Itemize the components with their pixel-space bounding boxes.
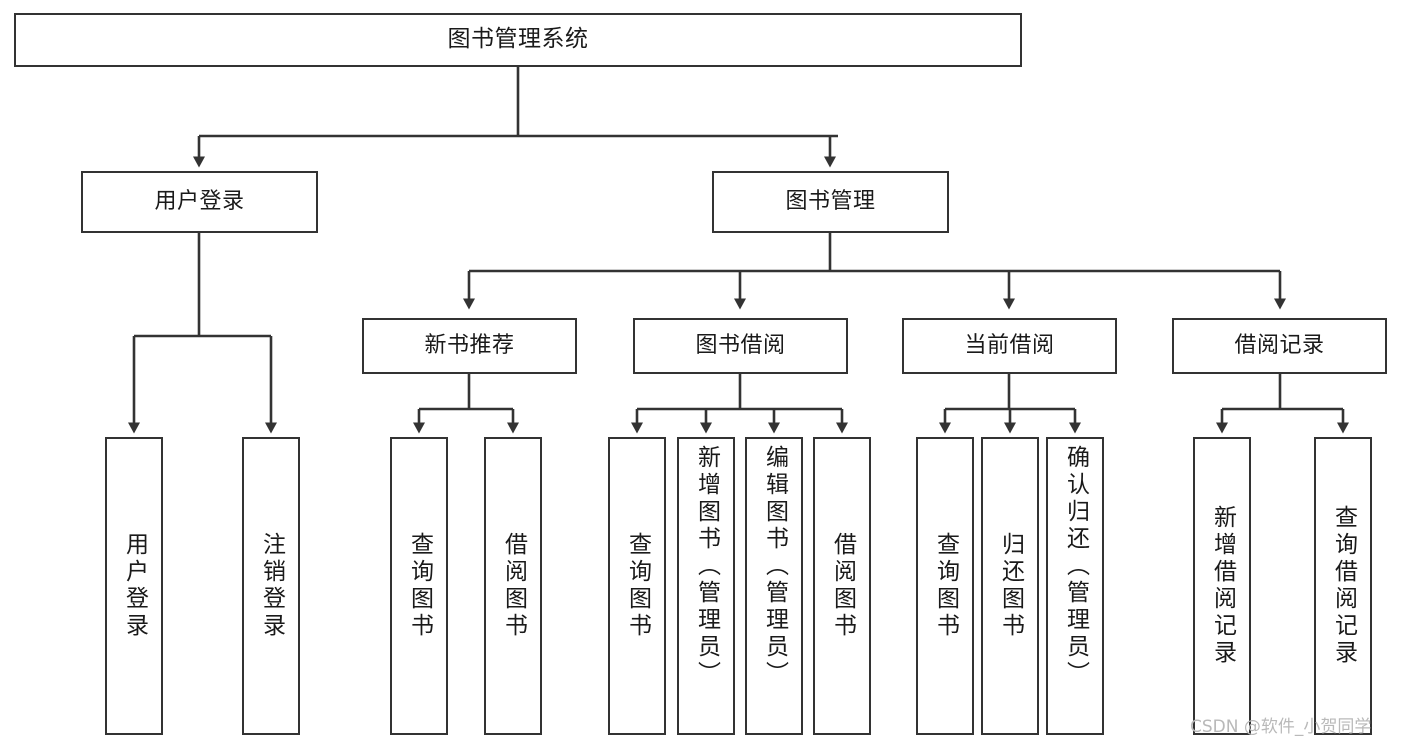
node-current-borrow[interactable]: 当前借阅 — [902, 318, 1117, 374]
node-label: 查询图书 — [932, 532, 959, 640]
node-label: 用户登录 — [154, 188, 245, 214]
node-borrow-record[interactable]: 借阅记录 — [1172, 318, 1387, 374]
leaf-new-book-query-books[interactable]: 查询图书 — [390, 437, 448, 735]
node-label: 当前借阅 — [964, 332, 1055, 358]
node-label: 新书推荐 — [424, 332, 515, 358]
node-book-management[interactable]: 图书管理 — [712, 171, 949, 233]
node-label: 编辑图书（管理员） — [761, 445, 788, 688]
node-label: 借阅图书 — [829, 532, 856, 640]
leaf-book-borrow-query-books[interactable]: 查询图书 — [608, 437, 666, 735]
leaf-current-borrow-query-books[interactable]: 查询图书 — [916, 437, 974, 735]
node-label: 新增借阅记录 — [1209, 505, 1236, 667]
leaf-current-borrow-confirm-return-admin[interactable]: 确认归还（管理员） — [1046, 437, 1104, 735]
leaf-current-borrow-return-books[interactable]: 归还图书 — [981, 437, 1039, 735]
node-label: 用户登录 — [121, 532, 148, 640]
node-new-book-recommend[interactable]: 新书推荐 — [362, 318, 577, 374]
node-label: 归还图书 — [997, 532, 1024, 640]
node-label: 图书借阅 — [695, 332, 786, 358]
leaf-borrow-record-add-record[interactable]: 新增借阅记录 — [1193, 437, 1251, 735]
node-label: 图书管理系统 — [447, 26, 589, 53]
leaf-book-borrow-add-book-admin[interactable]: 新增图书（管理员） — [677, 437, 735, 735]
leaf-user-login-signin[interactable]: 用户登录 — [105, 437, 163, 735]
node-user-login[interactable]: 用户登录 — [81, 171, 318, 233]
node-label: 查询图书 — [406, 532, 433, 640]
watermark: CSDN @软件_小贺同学 — [1190, 717, 1372, 737]
node-label: 借阅图书 — [500, 532, 527, 640]
leaf-new-book-borrow-books[interactable]: 借阅图书 — [484, 437, 542, 735]
node-label: 借阅记录 — [1234, 332, 1325, 358]
node-book-borrow[interactable]: 图书借阅 — [633, 318, 848, 374]
node-label: 图书管理 — [785, 188, 876, 214]
leaf-user-login-signout[interactable]: 注销登录 — [242, 437, 300, 735]
leaf-book-borrow-edit-book-admin[interactable]: 编辑图书（管理员） — [745, 437, 803, 735]
node-label: 查询图书 — [624, 532, 651, 640]
node-label: 新增图书（管理员） — [693, 445, 720, 688]
leaf-book-borrow-borrow-books[interactable]: 借阅图书 — [813, 437, 871, 735]
node-label: 查询借阅记录 — [1330, 505, 1357, 667]
leaf-borrow-record-query-record[interactable]: 查询借阅记录 — [1314, 437, 1372, 735]
node-root-book-management-system[interactable]: 图书管理系统 — [14, 13, 1022, 67]
node-label: 注销登录 — [258, 532, 285, 640]
node-label: 确认归还（管理员） — [1062, 445, 1089, 688]
